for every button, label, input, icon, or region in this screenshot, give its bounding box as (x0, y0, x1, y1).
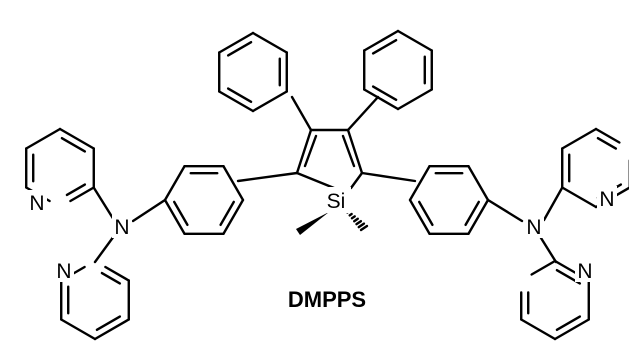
phenyl-ring-top-left-bond (218, 31, 255, 54)
phenylene-ring-right-double-bond (417, 200, 434, 227)
nitrogen-atom-pyridine-right-top: N (599, 188, 614, 211)
phenyl-ring-top-left-double-bond (226, 40, 253, 57)
nitrogen-atom-amine-right: N (526, 216, 541, 239)
pyridine-ring-right-top-bond (561, 127, 598, 150)
silole-bond-c4-c5 (346, 128, 364, 175)
methyl-hashed-bond (353, 217, 359, 223)
phenyl-ring-top-left-bond (251, 90, 288, 113)
methyl-hashed-bond (348, 212, 353, 217)
phenylene-ring-left-bond (163, 198, 186, 235)
bond-amine-to-pyridine-right-bottom (539, 236, 558, 264)
phenyl-ring-top-right-bond (396, 29, 433, 52)
pyridine-ring-right-bottom-double-bond (555, 315, 582, 332)
pyridine-ring-left-bottom-bond (60, 318, 97, 341)
phenyl-ring-top-right-double-bond (371, 38, 398, 55)
bond-layer (25, 29, 629, 341)
silole-bond-c2-si (295, 171, 336, 190)
nitrogen-atom-pyridine-left-top: N (29, 192, 44, 215)
phenylene-ring-right-double-bond (464, 200, 481, 227)
methyl-hashed-bond (355, 219, 363, 226)
phenylene-ring-right-bond (467, 198, 490, 235)
phenylene-ring-left-double-bond (172, 200, 189, 227)
nitrogen-atom-pyridine-right-bottom: N (577, 260, 592, 283)
phenylene-ring-left-bond (222, 198, 245, 235)
bond-silole-to-phenylene-right (360, 171, 417, 183)
bond-phenylene-to-amine-right (486, 198, 524, 223)
silole-bond-c2-c3 (295, 128, 313, 175)
pyridine-ring-left-bottom-bond (104, 265, 130, 282)
nitrogen-atom-pyridine-left-bottom: N (56, 260, 71, 283)
phenyl-ring-top-right-bond (363, 88, 400, 111)
pyridine-ring-right-bottom-bond (553, 318, 590, 341)
pyridine-ring-right-top-bond (561, 186, 598, 209)
phenylene-ring-left-bond (163, 165, 186, 202)
pyridine-ring-right-top-double-bond (596, 136, 618, 150)
pyridine-ring-left-bottom-double-bond (100, 271, 122, 285)
compound-name-label: DMPPS (288, 287, 366, 312)
phenyl-ring-top-right-double-bond (371, 85, 398, 102)
silole-double-bond-c2-c3 (303, 134, 318, 168)
pyridine-ring-left-bottom-bond (93, 318, 130, 341)
pyridine-ring-right-bottom-bond (530, 259, 557, 276)
phenylene-ring-left-bond (222, 165, 245, 202)
silicon-atom-label: Si (327, 190, 346, 213)
bond-amine-to-pyridine-left-bottom (93, 234, 116, 264)
pyridine-ring-left-top-bond (58, 127, 95, 150)
phenyl-ring-top-right-bond (396, 88, 433, 111)
pyridine-ring-right-bottom-bond (520, 318, 557, 341)
phenyl-ring-top-left-bond (218, 90, 255, 113)
bond-silole-to-phenyl-right (346, 95, 380, 132)
phenylene-ring-right-bond (408, 198, 431, 235)
phenyl-ring-top-right-bond (363, 29, 400, 52)
bond-amine-to-pyridine-right-top (542, 186, 564, 222)
phenylene-ring-left-double-bond (219, 200, 236, 227)
methyl-hashed-bond (350, 215, 356, 220)
pyridine-ring-left-top-double-bond (65, 183, 87, 197)
phenyl-ring-top-left-bond (251, 31, 288, 54)
silole-bond-si-c5 (349, 171, 364, 190)
bond-amine-to-pyridine-left-top (92, 186, 116, 222)
phenylene-ring-right-bond (408, 165, 431, 202)
phenylene-ring-right-bond (467, 165, 490, 202)
bond-phenylene-to-amine-left (131, 198, 167, 223)
methyl-hashed-bond (359, 224, 369, 232)
pyridine-ring-left-top-bond (25, 127, 62, 150)
pyridine-ring-left-top-double-bond (60, 136, 87, 153)
methyl-hashed-bond (357, 222, 366, 229)
methyl-wedge-bond (296, 212, 329, 235)
phenyl-ring-top-left-double-bond (226, 87, 253, 104)
bond-silole-to-phenylene-left (236, 171, 299, 183)
pyridine-ring-right-top-bond (594, 127, 621, 144)
pyridine-ring-left-bottom-double-bond (95, 315, 122, 332)
pyridine-ring-left-top-bond (69, 186, 95, 203)
silole-double-bond-c4-c5 (341, 134, 356, 168)
atom-label-layer: Si N N N N N N (27, 186, 617, 283)
nitrogen-atom-amine-left: N (114, 216, 129, 239)
bond-silole-to-phenyl-left (290, 95, 313, 132)
